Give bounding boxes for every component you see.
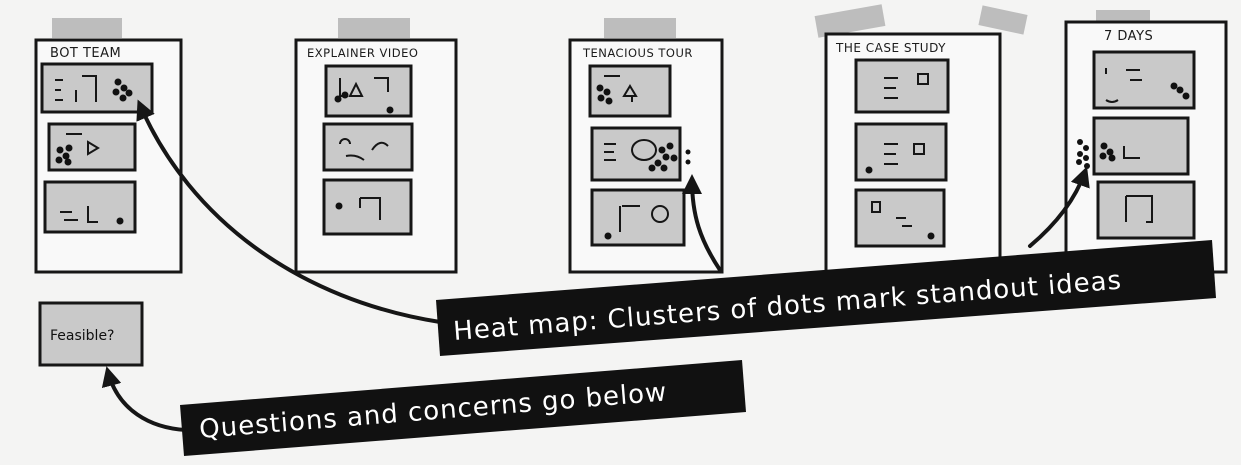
arrow-to-sticky-note [108,372,186,430]
storyboard-title: BOT TEAM [50,46,121,61]
storyboard-panel [590,66,670,116]
storyboard-the-case-study: THE CASE STUDY [815,4,1028,272]
storyboard-title: 7 DAYS [1104,29,1153,44]
storyboard-title: TENACIOUS TOUR [582,46,693,60]
dot [336,203,343,210]
dot [928,233,935,240]
dot [866,167,873,174]
storyboard-panel [45,182,135,232]
questions-banner: Questions and concerns go below [180,360,746,456]
tape-strip [604,18,676,38]
tape-strip [338,18,410,38]
dot [605,233,612,240]
storyboard-panel [324,124,412,170]
storyboard-panel [1094,52,1194,108]
tape-strip [978,5,1027,34]
feasible-sticky-note: Feasible? [40,303,142,365]
storyboard-panel [49,124,135,170]
storyboard-panel [856,60,948,112]
tape-strip [52,18,122,38]
storyboard-explainer-video: EXPLAINER VIDEO [296,18,456,272]
sticky-note-label: Feasible? [50,328,114,344]
storyboard-7-days: 7 DAYS [1066,10,1226,272]
storyboard-panel [1098,182,1194,238]
storyboard-title: THE CASE STUDY [835,41,946,55]
dot [117,218,124,225]
storyboard-title: EXPLAINER VIDEO [307,46,418,60]
storyboard-panel [326,66,411,116]
storyboard-panel [1094,118,1188,174]
